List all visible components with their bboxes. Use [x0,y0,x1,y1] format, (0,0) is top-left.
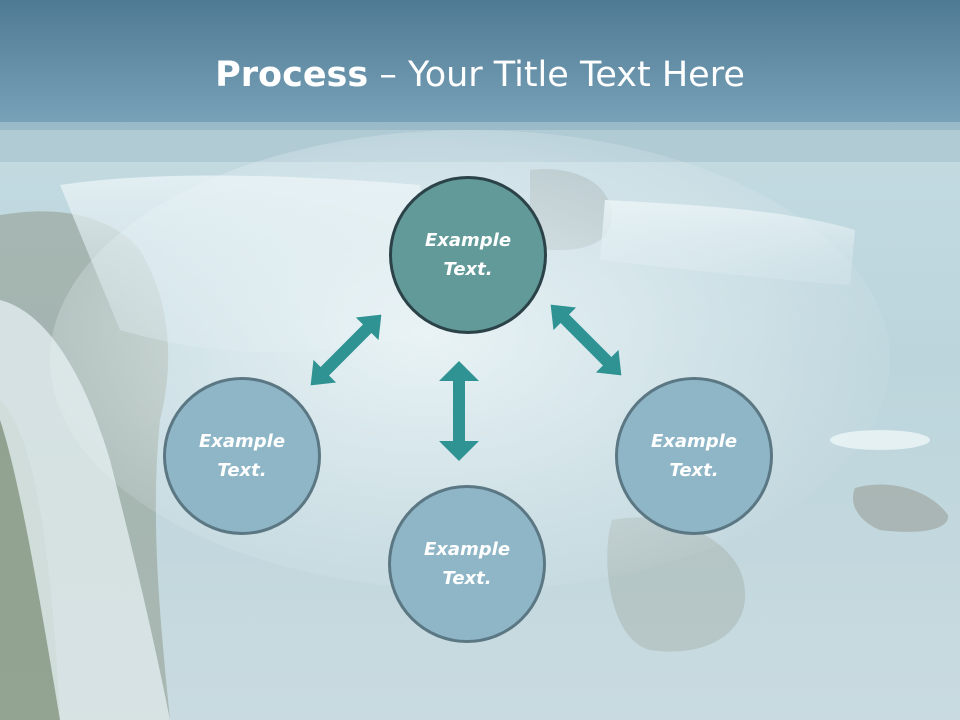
node-label: Example Text. [198,431,286,481]
slide-title: Process – Your Title Text Here [0,50,960,100]
node-label: Example Text. [424,230,512,280]
process-node-bottom: Example Text. [388,485,546,643]
title-regular-text: – Your Title Text Here [368,55,745,95]
title-bold-text: Process [215,55,369,95]
process-node-left: Example Text. [163,377,321,535]
node-label: Example Text. [650,431,738,481]
node-label: Example Text. [423,539,511,589]
double-arrow-vertical [439,361,479,461]
double-arrow-left-top [310,314,382,386]
process-node-top: Example Text. [389,176,547,334]
process-node-right: Example Text. [615,377,773,535]
double-arrow-top-right [550,304,622,376]
